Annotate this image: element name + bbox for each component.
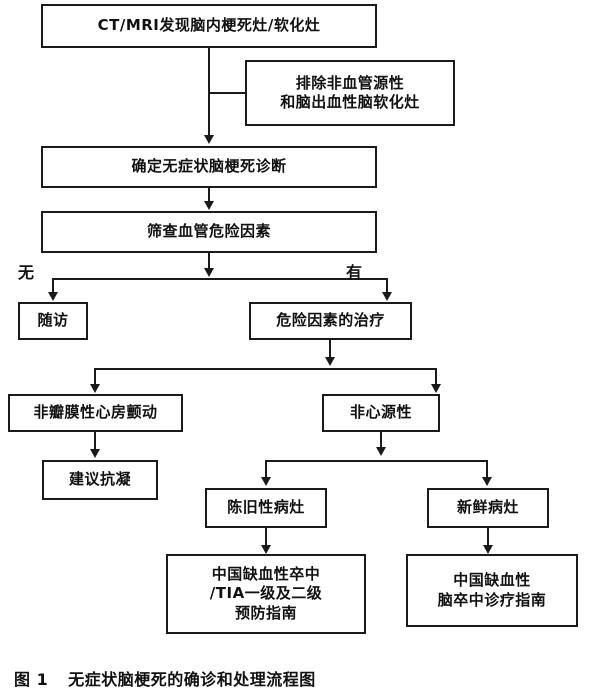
connector-split-right-risk (386, 278, 388, 294)
node-old-lesion: 陈旧性病灶 (205, 488, 327, 528)
branch-label-none: 无 (18, 263, 35, 282)
connector-split-bar-lesion (265, 460, 488, 462)
arrow-to-guideline-prevention (261, 545, 271, 554)
connector-af-to-anticoagulation (94, 432, 96, 450)
connector-fresh-lesion-to-guideline (487, 528, 489, 546)
connector-split-bar-treatment (94, 368, 437, 370)
node-fresh-lesion: 新鲜病灶 (427, 488, 549, 528)
node-nonvalvular-af-line1: 非瓣膜性心房颤动 (33, 403, 158, 422)
arrow-to-nonvalvular-af (90, 384, 100, 393)
node-ct-mri: CT/MRI发现脑内梗死灶/软化灶 (41, 4, 377, 48)
connector-screen-risk-stem (208, 253, 210, 269)
node-risk-treatment-line1: 危险因素的治疗 (276, 311, 385, 330)
node-risk-treatment: 危险因素的治疗 (249, 302, 412, 340)
connector-risk-treatment-stem (329, 340, 331, 358)
arrow-noncardiogenic-split (376, 447, 386, 456)
node-guideline-treatment-line2: 脑卒中诊疗指南 (437, 590, 547, 609)
node-confirm-diagnosis: 确定无症状脑梗死诊断 (41, 146, 377, 188)
arrow-to-old-lesion (261, 477, 271, 486)
node-ct-mri-line1: CT/MRI发现脑内梗死灶/软化灶 (97, 16, 321, 35)
arrow-to-guideline-treatment (483, 545, 493, 554)
node-guideline-treatment-line1: 中国缺血性 (453, 571, 531, 590)
branch-label-present: 有 (346, 263, 363, 282)
node-noncardiogenic: 非心源性 (322, 394, 440, 432)
connector-split-left-risk (52, 278, 54, 294)
node-confirm-diagnosis-line1: 确定无症状脑梗死诊断 (131, 157, 287, 176)
node-guideline-prevention-line1: 中国缺血性卒中 (211, 565, 321, 584)
connector-old-lesion-to-guideline (265, 528, 267, 546)
connector-split-right-treatment (435, 368, 437, 386)
node-nonvalvular-af: 非瓣膜性心房颤动 (8, 394, 183, 432)
node-noncardiogenic-line1: 非心源性 (349, 403, 412, 422)
node-fresh-lesion-line1: 新鲜病灶 (456, 498, 519, 517)
node-anticoagulation: 建议抗凝 (42, 460, 158, 500)
arrow-screen-risk-split (204, 268, 214, 277)
node-guideline-prevention-line3: 预防指南 (234, 603, 297, 622)
arrow-to-noncardiogenic (431, 384, 441, 393)
connector-confirm-to-screen (208, 188, 210, 202)
node-exclude-nonvascular: 排除非血管源性 和脑出血性脑软化灶 (245, 60, 455, 126)
node-guideline-prevention-line2: /TIA一级及二级 (209, 584, 323, 603)
node-anticoagulation-line1: 建议抗凝 (68, 470, 131, 489)
connector-noncardiogenic-stem (380, 432, 382, 448)
connector-to-exclude (208, 92, 247, 94)
arrow-to-follow-up (48, 292, 58, 301)
node-old-lesion-line1: 陈旧性病灶 (227, 498, 305, 517)
node-screen-risk-line1: 筛查血管危险因素 (146, 222, 271, 241)
node-exclude-line2: 和脑出血性脑软化灶 (280, 93, 420, 111)
node-follow-up-line1: 随访 (37, 311, 69, 330)
connector-split-right-lesion (486, 460, 488, 478)
connector-split-left-treatment (94, 368, 96, 386)
node-guideline-treatment: 中国缺血性 脑卒中诊疗指南 (406, 554, 578, 627)
arrow-to-anticoagulation (90, 449, 100, 458)
node-exclude-line1: 排除非血管源性 (295, 73, 405, 92)
node-follow-up: 随访 (18, 302, 88, 340)
figure-caption-label: 图 1 (14, 670, 49, 689)
node-guideline-prevention: 中国缺血性卒中 /TIA一级及二级 预防指南 (166, 554, 366, 634)
connector-split-bar-risk (52, 278, 388, 280)
figure-caption-text: 无症状脑梗死的确诊和处理流程图 (68, 670, 316, 689)
arrow-to-screen-risk (204, 201, 214, 210)
arrow-to-fresh-lesion (482, 477, 492, 486)
arrow-to-confirm-diagnosis (204, 135, 214, 144)
figure-caption: 图 1 无症状脑梗死的确诊和处理流程图 (14, 666, 594, 690)
arrow-risk-treatment-split (325, 357, 335, 366)
arrow-to-risk-treatment (382, 292, 392, 301)
node-screen-risk-factors: 筛查血管危险因素 (41, 211, 377, 253)
connector-split-left-lesion (265, 460, 267, 478)
